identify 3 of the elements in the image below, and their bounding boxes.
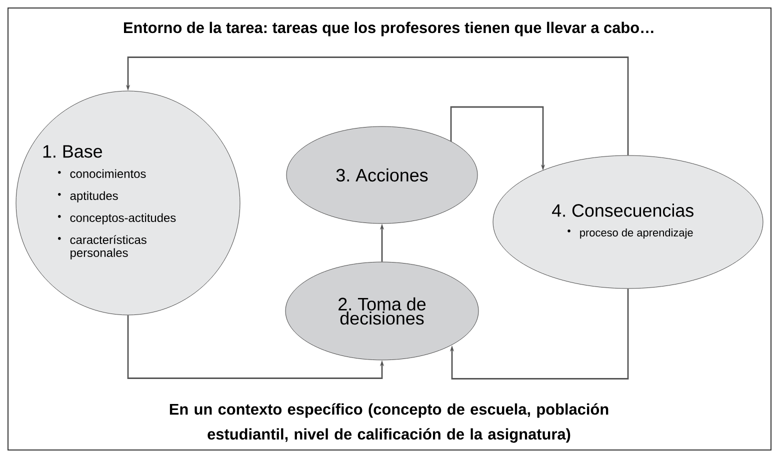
arrow [450, 288, 629, 380]
caption: En un contexto específico (concepto de escuela, población estudiantil, nivel de calificación de la asignatura) [170, 403, 608, 443]
title: Entorno de la tarea: tareas que los profesores tienen que llevar a cabo… [124, 22, 654, 36]
